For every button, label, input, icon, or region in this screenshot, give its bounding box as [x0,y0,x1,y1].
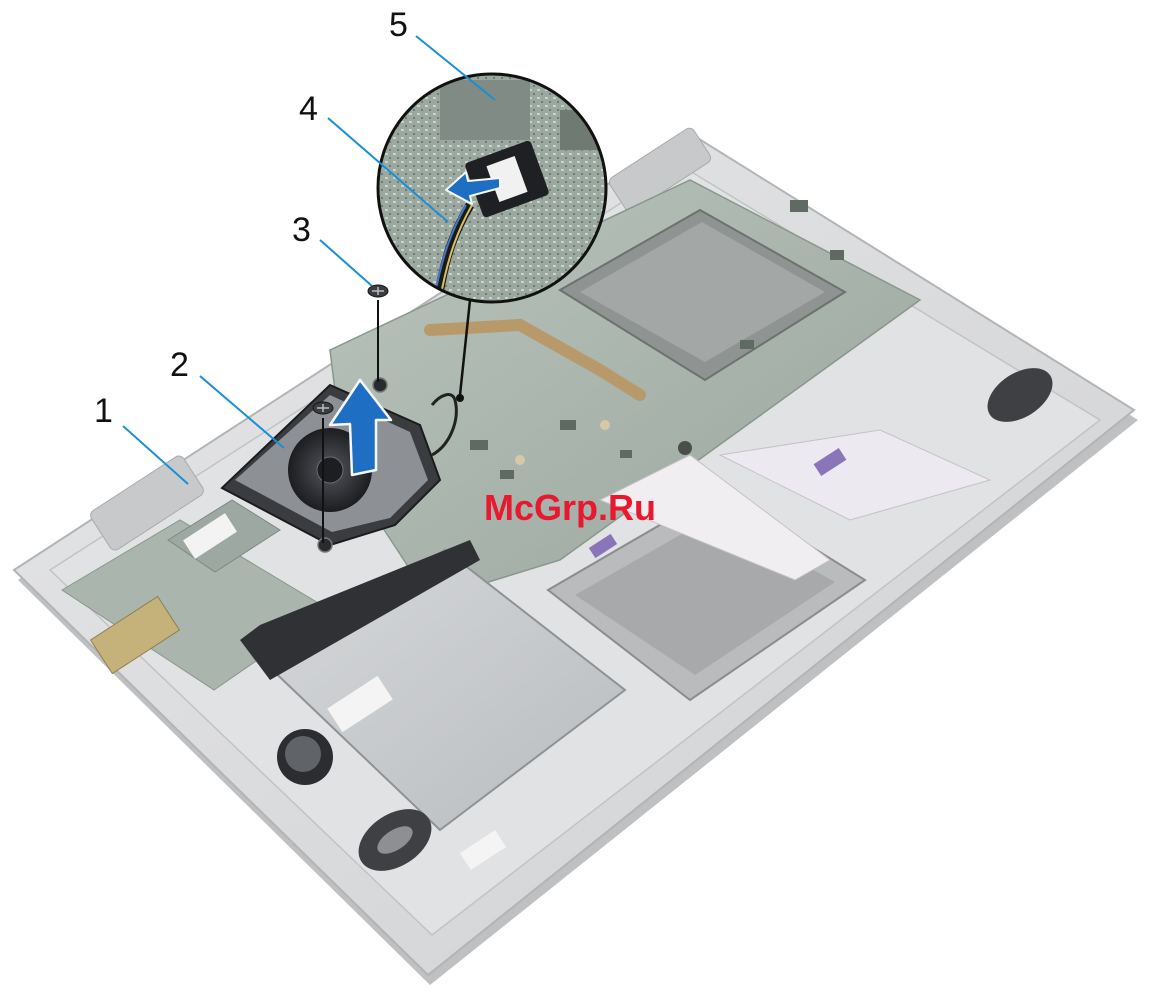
callout-5: 5 [389,6,408,44]
coin-cell-top [285,736,321,772]
callout-4: 4 [299,90,318,128]
leader-line-3 [320,240,372,286]
fan-hub [317,457,343,483]
callout-3: 3 [292,211,311,249]
callout-1: 1 [94,392,113,430]
fan-screw-top [373,378,387,392]
callout-2: 2 [170,346,189,384]
fan-screw-bottom [318,538,332,552]
watermark: McGrp.Ru [484,487,656,528]
zoom-pointer-dot [456,394,464,402]
